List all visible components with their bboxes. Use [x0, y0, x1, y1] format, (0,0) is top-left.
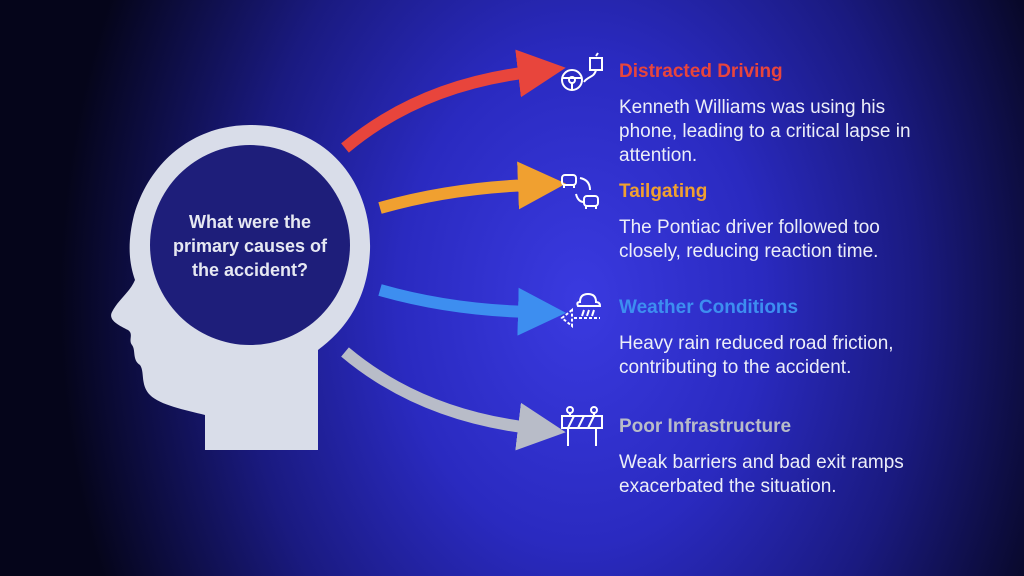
steering-wheel-phone-icon [561, 52, 603, 91]
cause-title: Tailgating [619, 181, 708, 202]
cars-following-icon [561, 174, 599, 209]
cause-description: Kenneth Williams was using his phone, le… [619, 97, 911, 166]
cause-title: Distracted Driving [619, 61, 783, 82]
arrow-tailgating [378, 161, 566, 214]
cause-tailgating: Tailgating The Pontiac driver followed t… [619, 180, 919, 264]
road-barrier-icon [561, 406, 603, 446]
cause-poor-infrastructure: Poor Infrastructure Weak barriers and ba… [619, 415, 919, 499]
arrow-distracted [341, 49, 566, 153]
cause-description: Heavy rain reduced road friction, contri… [619, 333, 894, 378]
cause-weather-conditions: Weather Conditions Heavy rain reduced ro… [619, 296, 919, 380]
cause-title: Poor Infrastructure [619, 416, 792, 437]
central-question: What were the primary causes of the acci… [172, 212, 328, 280]
head-silhouette [111, 125, 371, 450]
rain-cloud-icon [560, 292, 602, 329]
cause-description: The Pontiac driver followed too closely,… [619, 217, 880, 262]
arrow-weather [378, 284, 566, 336]
cause-distracted-driving: Distracted Driving Kenneth Williams was … [619, 60, 919, 168]
cause-description: Weak barriers and bad exit ramps exacerb… [619, 452, 904, 497]
cause-title: Weather Conditions [619, 297, 799, 318]
arrow-infrastructure [341, 347, 566, 451]
